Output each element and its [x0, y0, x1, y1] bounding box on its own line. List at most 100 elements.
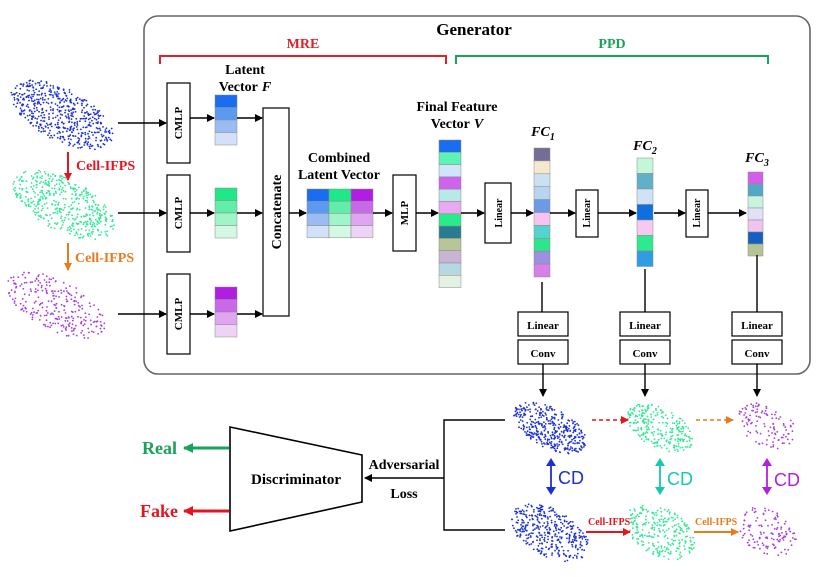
input-purple-point	[87, 337, 89, 339]
predicted-blue-point	[577, 451, 580, 453]
predicted-purple-point	[756, 408, 759, 411]
input-green-point	[60, 188, 63, 191]
input-blue-point	[95, 118, 98, 121]
input-blue-point	[84, 126, 87, 129]
ground-truth-blue-point	[548, 510, 551, 513]
ground-truth-blue-point	[525, 529, 528, 532]
ground-truth-green-point	[630, 521, 632, 524]
input-purple-point	[96, 316, 99, 318]
ground-truth-green-point	[666, 547, 668, 549]
ground-truth-blue-point	[546, 528, 548, 531]
ground-truth-blue-point	[578, 534, 581, 537]
ground-truth-green-point	[667, 548, 670, 551]
predicted-blue-point	[567, 419, 570, 421]
ground-truth-blue-point	[537, 520, 540, 523]
input-blue-point	[21, 104, 24, 107]
predicted-green-point	[660, 434, 663, 437]
input-green-point	[32, 200, 35, 203]
ground-truth-green-point	[672, 539, 675, 542]
input-green-point	[78, 237, 80, 239]
input-blue-point	[20, 83, 23, 86]
input-green-point	[84, 220, 87, 223]
input-blue-point	[81, 109, 84, 111]
predicted-green-point	[687, 427, 690, 430]
predicted-blue-point	[551, 408, 553, 411]
input-green-point	[89, 218, 92, 221]
input-blue-point	[28, 79, 31, 82]
input-blue-point	[94, 148, 96, 151]
predicted-purple-point	[791, 438, 794, 441]
ground-truth-blue-point	[526, 506, 529, 508]
input-purple-point	[71, 323, 74, 326]
input-green-point	[36, 203, 39, 206]
input-green-point	[78, 198, 81, 200]
input-purple-point	[55, 317, 58, 320]
input-blue-point	[81, 102, 83, 105]
ground-truth-purple-point	[788, 527, 791, 530]
predicted-blue-point	[550, 437, 553, 440]
input-blue-point	[68, 116, 70, 119]
predicted-blue-point	[518, 408, 520, 411]
input-green-point	[35, 211, 38, 214]
predicted-purple-point	[767, 430, 770, 432]
predicted-green-point	[653, 438, 656, 441]
input-blue-point	[23, 112, 25, 115]
predicted-blue-point	[527, 409, 529, 411]
input-green-point	[82, 215, 85, 218]
input-blue-point	[65, 94, 68, 97]
ground-truth-blue-point	[532, 548, 535, 551]
input-green-point	[77, 228, 80, 231]
fc2-vector-cell	[636, 235, 654, 252]
predicted-blue-point	[525, 434, 528, 437]
latent-vector-3-cell	[214, 286, 238, 300]
input-green-point	[21, 187, 24, 190]
input-green-point	[43, 203, 46, 206]
input-blue-point	[93, 131, 96, 134]
ground-truth-green-point	[658, 550, 661, 553]
predicted-green-point	[642, 421, 644, 423]
input-purple-point	[81, 329, 84, 332]
latent-vector-3	[214, 286, 238, 338]
latent-vector-1-cell	[214, 94, 238, 108]
input-green-point	[14, 186, 16, 189]
ground-truth-purple-point	[755, 520, 757, 522]
predicted-green-point	[652, 418, 655, 421]
input-blue-point	[32, 89, 35, 92]
ground-truth-green-point	[678, 545, 681, 548]
ground-truth-blue-point	[572, 556, 575, 559]
predicted-purple-point	[747, 430, 750, 433]
ground-truth-purple-point	[779, 538, 781, 541]
ground-truth-purple-point	[780, 526, 783, 529]
predicted-green-point	[677, 450, 679, 453]
input-blue-point	[53, 134, 56, 137]
input-purple-point	[56, 331, 59, 334]
latent-vector-word: Vector	[219, 80, 258, 95]
input-green-point	[74, 234, 76, 237]
predicted-green-point	[688, 430, 691, 433]
cell-ifps-label-red: Cell-IFPS	[76, 159, 135, 174]
ground-truth-green-point	[675, 524, 677, 526]
predicted-green-point	[681, 446, 684, 449]
input-blue-point	[17, 95, 19, 97]
ground-truth-blue-point	[585, 540, 588, 543]
ground-truth-green-point	[645, 521, 647, 524]
input-green-point	[49, 175, 52, 178]
input-purple-point	[22, 287, 25, 290]
input-green-point	[55, 223, 58, 226]
ground-truth-green-point	[689, 536, 692, 539]
input-purple-point	[73, 328, 75, 330]
input-purple-point	[67, 316, 70, 318]
input-green-point	[95, 208, 98, 210]
ground-truth-green-point	[638, 515, 640, 518]
input-green-point	[54, 204, 56, 206]
input-green-point	[37, 207, 40, 210]
ground-truth-green-point	[632, 523, 635, 525]
input-green-point	[53, 184, 56, 187]
predicted-blue-point	[567, 435, 570, 437]
input-blue-point	[70, 101, 73, 104]
latent-vector-1-cell	[214, 107, 238, 121]
input-blue-point	[63, 101, 66, 103]
ground-truth-green-point	[668, 511, 671, 514]
input-blue-point	[50, 101, 53, 104]
ground-truth-green-point	[644, 534, 646, 537]
